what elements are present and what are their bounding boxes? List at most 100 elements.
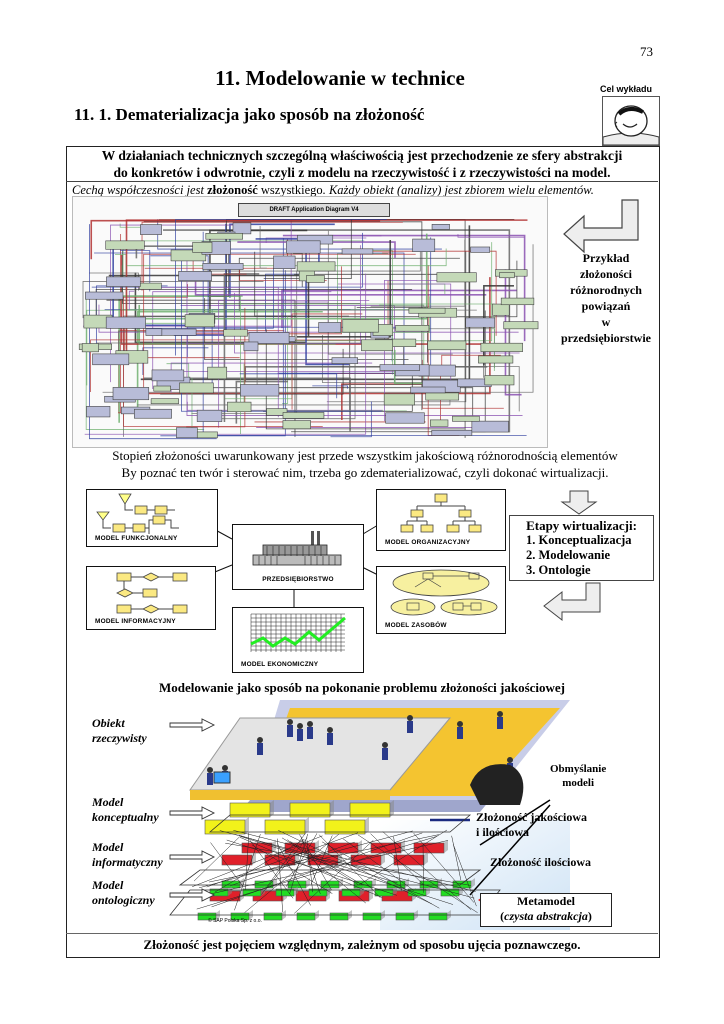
label-line: konceptualny (92, 810, 159, 824)
diagram-wire (238, 257, 460, 311)
page-number: 73 (640, 44, 653, 59)
caption-line: Przykład (582, 251, 630, 265)
person-icon (497, 717, 503, 729)
complexity-keyword: złożoność (207, 183, 258, 197)
resource-groups-icon (390, 569, 498, 616)
layer-link (278, 830, 433, 905)
person-icon (222, 765, 228, 771)
ontological-box (395, 912, 415, 921)
diagram-wire (290, 242, 493, 342)
diagram-node (342, 319, 379, 333)
diagram-wire (141, 221, 403, 291)
model-ekonomiczny: MODEL EKONOMICZNY (232, 607, 364, 673)
diagram-node (196, 431, 218, 439)
diagram-node (431, 224, 450, 230)
diagram-title: DRAFT Application Diagram V4 (238, 203, 390, 217)
layer-link (206, 832, 359, 888)
diagram-node (196, 409, 223, 422)
layer-link (191, 835, 323, 888)
diagram-wire (263, 219, 352, 279)
label-line: Złożoność jakościowa (476, 810, 587, 824)
diagram-node (480, 342, 523, 352)
diagram-node (179, 382, 214, 394)
diagram-wire (202, 248, 421, 272)
diagram-node (408, 307, 446, 314)
metamodel-subtitle: (czysta abstrakcja) (500, 909, 592, 923)
caption-line: przedsiębiorstwie (561, 331, 651, 345)
diagram-node (436, 272, 477, 283)
layer-link (393, 836, 402, 891)
diagram-node (492, 303, 510, 316)
diagram-node (503, 321, 539, 330)
label-line: ontologiczny (92, 893, 155, 907)
label-line: informatyczny (92, 855, 163, 869)
lecture-goal-label: Cel wykładu (600, 84, 653, 94)
layer-link (290, 841, 363, 885)
model-funkcjonalny: MODEL FUNKCJONALNY (86, 489, 218, 547)
diagram-wire (483, 284, 514, 366)
diagram-wire (175, 219, 387, 356)
complexity-text-1: Cechą współczesności jest (72, 183, 208, 197)
diagram-node (184, 314, 215, 328)
informatic-box-side (315, 840, 319, 853)
diagram-wire (166, 363, 190, 382)
diagram-node (429, 419, 449, 427)
diagram-wire (265, 329, 465, 430)
person-icon (257, 737, 263, 743)
model-zasobow-label: MODEL ZASOBÓW (385, 622, 447, 629)
diagram-wire (282, 234, 526, 342)
stage-item: 1. Konceptualizacja (526, 533, 632, 547)
layer-link (277, 838, 283, 913)
diagram-node (296, 261, 336, 272)
diagram-node (412, 238, 436, 252)
layer-link (251, 844, 333, 894)
label-model-informatyczny: Model informatyczny (92, 840, 163, 870)
diagram-wire (152, 291, 332, 390)
diagram-node (145, 328, 163, 336)
layer-link (453, 844, 477, 907)
layer-link (357, 834, 478, 913)
diagram-node (112, 387, 150, 401)
ontological-box-side (327, 886, 331, 896)
metamodel-box: Metamodel (czysta abstrakcja) (480, 893, 612, 927)
smiling-face-icon (602, 96, 660, 146)
diagram-wire (137, 286, 279, 418)
diagram-node (471, 420, 509, 433)
diagram-wire (282, 315, 289, 404)
flowchart-icon (96, 493, 179, 534)
metamodel-title: Metamodel (517, 894, 575, 908)
diagram-node (202, 263, 244, 270)
intro-box: W działaniach technicznych szczególną wł… (66, 146, 658, 182)
diagram-node (92, 353, 130, 366)
layer-link (286, 833, 318, 887)
diagram-node (138, 282, 162, 290)
diagram-wire (384, 279, 440, 422)
diagram-wire (327, 230, 453, 355)
layer-link (214, 839, 305, 893)
org-chart-icon (400, 493, 482, 533)
layer-link (287, 839, 366, 904)
diagram-node (410, 386, 446, 394)
ontological-box-side (294, 886, 298, 896)
label-zlozonosc-ilosciowa: Złożoność ilościowa (490, 855, 591, 869)
label-line: Obiekt (92, 716, 125, 730)
diagram-node (465, 317, 496, 328)
conceptual-box-side (390, 800, 394, 817)
diagram-node (361, 339, 393, 352)
model-organizacyjny-label: MODEL ORGANIZACYJNY (385, 539, 471, 546)
diagram-node (153, 385, 171, 392)
layer-link (193, 836, 240, 882)
ontological-box-side (228, 886, 232, 896)
diagram-wire (136, 310, 323, 417)
diagram-node (81, 343, 99, 353)
diagram-node (227, 401, 252, 413)
person-icon (257, 743, 263, 755)
caption-line: złożoności (580, 267, 632, 281)
informatic-box-side (358, 840, 362, 853)
section-title: 11. 1. Dematerializacja jako sposób na z… (74, 105, 425, 124)
ontological-box-side (471, 878, 475, 888)
diagram-wire (256, 309, 477, 393)
diagram-node (170, 249, 207, 262)
model-funkcjonalny-label: MODEL FUNKCJONALNY (95, 535, 178, 542)
diagram-node (431, 429, 473, 436)
